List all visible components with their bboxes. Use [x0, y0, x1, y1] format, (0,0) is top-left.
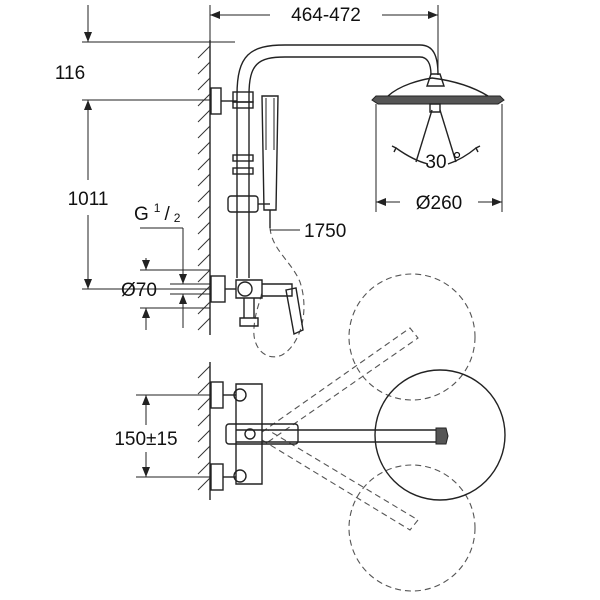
dim-head-diameter	[375, 104, 503, 212]
wall-bracket-top	[210, 87, 237, 115]
label-head-diameter: Ø260	[416, 193, 462, 214]
dim-arm-span	[209, 5, 439, 75]
label-arm-span: 464-472	[291, 5, 361, 26]
thread-denominator: 2	[174, 211, 181, 225]
thread-prefix: G	[134, 204, 149, 225]
degree-symbol	[453, 151, 461, 159]
top-view-mixer	[210, 381, 299, 491]
label-hose-length: 1750	[304, 221, 346, 242]
shower-hose	[253, 227, 305, 358]
hand-shower	[261, 95, 279, 228]
label-thread: G 1 / 2	[134, 199, 181, 225]
label-centres: 150±15	[114, 429, 177, 450]
dim-thread	[140, 227, 187, 328]
thread-slash: /	[164, 204, 170, 225]
top-view-lever-positions	[261, 327, 419, 531]
label-height: 1011	[68, 189, 109, 210]
top-view-lever-arcs	[348, 273, 476, 592]
thread-numerator: 1	[154, 201, 161, 215]
riser-pipe	[236, 44, 439, 278]
shower-head	[371, 73, 505, 113]
top-view-arm	[236, 427, 449, 445]
dim-height	[82, 100, 210, 290]
riser-fittings	[232, 91, 254, 175]
label-spray-angle: 30	[425, 152, 446, 173]
mixer-lever	[285, 287, 304, 336]
lower-wall	[197, 362, 211, 500]
mixer-valve	[235, 279, 293, 327]
wall-bracket-bottom	[210, 275, 236, 303]
dim-centres	[136, 394, 210, 478]
label-wall-offset: 116	[55, 63, 85, 84]
top-view-shower-head	[374, 369, 506, 501]
upper-wall	[197, 40, 211, 335]
dim-offset	[82, 5, 235, 108]
dim-escutcheon	[140, 258, 210, 330]
label-escutcheon: Ø70	[121, 280, 157, 301]
spray-angle	[391, 109, 481, 165]
